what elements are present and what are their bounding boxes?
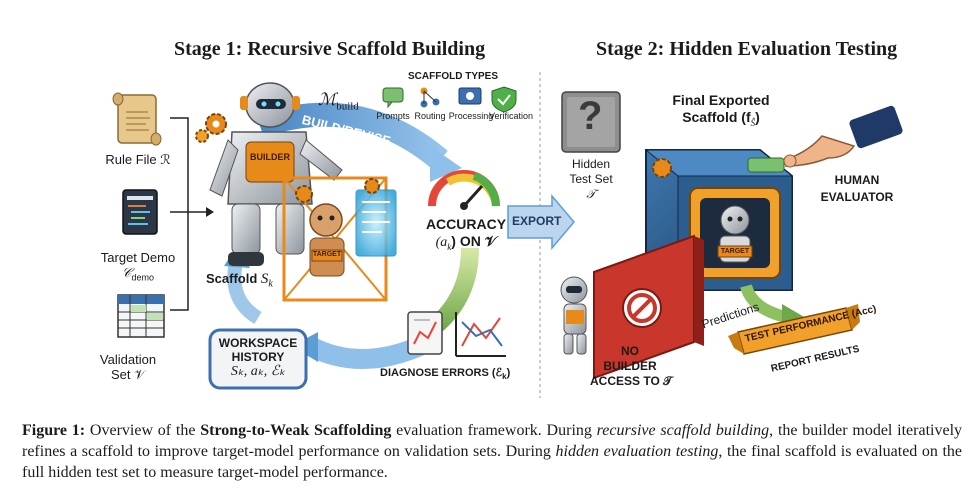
error-report-icon (407, 311, 443, 355)
scaffold-type-routing: Routing (414, 111, 446, 121)
accuracy-sub: k (447, 241, 452, 252)
scaffold-label: Scaffold Sk (206, 271, 273, 290)
human-hand (783, 105, 903, 168)
scaffold-sub: k (268, 278, 273, 290)
processing-icon (458, 87, 482, 105)
question-mark-icon: ? (578, 94, 603, 138)
m-build-symbol: ℳ (318, 90, 337, 109)
diagnose-end: ) (506, 367, 511, 379)
no-builder-access-label: NO BUILDER ACCESS TO 𝒯 (590, 344, 673, 389)
diagnose-text: DIAGNOSE ERRORS (ℰ (380, 367, 503, 379)
caption-text-3: , the builder model iteratively refines … (22, 422, 963, 460)
accuracy-label: ACCURACY (ak) ON 𝒱 (420, 216, 512, 256)
no-builder-line2: BUILDER (603, 359, 657, 373)
scaffold-type-processing: Processing (448, 111, 494, 121)
prompts-icon (382, 87, 404, 109)
caption-text-2: evaluation framework. During (391, 422, 597, 439)
diagnose-errors-label: DIAGNOSE ERRORS (ℰk) (380, 366, 510, 381)
hidden-test-set-card (561, 91, 621, 153)
final-end: ) (755, 109, 760, 125)
blocked-robot (560, 276, 588, 355)
routing-icon (420, 87, 440, 108)
caption-text-4: , the final scaffold is evaluated on the… (22, 443, 962, 481)
hidden-test-set-label: Hidden Test Set 𝒯 (556, 157, 626, 202)
final-sub: Ŝ (750, 117, 756, 128)
hidden-line2: Test Set (569, 172, 613, 186)
caption-text-1: Overview of the (85, 422, 201, 439)
workspace-line2: HISTORY (231, 350, 285, 364)
hidden-math: 𝒯 (586, 187, 596, 201)
cube-target-badge: TARGET (720, 248, 750, 255)
figure-caption: Figure 1: Overview of the Strong-to-Weak… (22, 420, 962, 483)
target-demo-symbol: 𝒞 (122, 265, 132, 280)
rule-scroll-icon (112, 92, 162, 146)
spreadsheet-icon (117, 294, 165, 338)
stage1-title: Stage 1: Recursive Scaffold Building (174, 38, 486, 60)
human-evaluator-label: HUMAN EVALUATOR (812, 172, 902, 206)
workspace-history-label: WORKSPACE HISTORY Sₖ, aₖ, ℰₖ (210, 336, 306, 379)
code-file-icon (122, 189, 158, 235)
accuracy-line1: ACCURACY (425, 216, 507, 232)
scaffold-type-verification: Verification (488, 111, 534, 121)
rule-file-label: Rule File ℛ (105, 152, 171, 167)
framework-illustration (112, 72, 903, 398)
workspace-math: Sₖ, aₖ, ℰₖ (230, 364, 286, 379)
no-access-wall (593, 234, 704, 380)
workspace-line1: WORKSPACE (218, 336, 298, 350)
final-scaffold-label: Final Exported Scaffold (fŜ) (656, 92, 786, 132)
human-line2: EVALUATOR (820, 190, 894, 204)
export-label: EXPORT (512, 214, 562, 228)
accuracy-gauge (428, 170, 500, 210)
validation-line2: Set 𝒱 (111, 367, 145, 382)
m-build-sub: build (336, 100, 359, 113)
scaffold-symbol: S (260, 271, 269, 287)
diagnose-sub: k (502, 372, 507, 382)
scaffold-target-badge: TARGET (312, 251, 342, 258)
final-line1: Final Exported (672, 92, 770, 108)
final-line2: Scaffold (f (682, 109, 751, 125)
human-line1: HUMAN (834, 173, 880, 187)
validation-label: Validation Set 𝒱 (88, 352, 168, 382)
m-build-label: ℳbuild (318, 90, 359, 112)
validation-line1: Validation (99, 352, 157, 367)
export-arrow (507, 193, 575, 251)
verification-icon (491, 86, 517, 113)
scaffold-label-text: Scaffold (206, 271, 261, 286)
builder-badge: BUILDER (250, 152, 290, 162)
scaffold-types-title: SCAFFOLD TYPES (408, 71, 499, 82)
gear-icon (195, 113, 227, 143)
accuracy-rest: ) ON 𝒱 (451, 233, 497, 249)
no-builder-line3: ACCESS TO 𝒯 (590, 374, 673, 388)
performance-banner (728, 304, 860, 355)
scaffold-frame (282, 176, 397, 302)
target-demo-sub: demo (131, 272, 154, 283)
caption-italic-1: recursive scaffold building (596, 422, 770, 439)
no-builder-line1: NO (621, 344, 639, 358)
accuracy-paren: (a (435, 235, 448, 250)
scaffold-type-prompts: Prompts (376, 111, 410, 121)
stage2-title: Stage 2: Hidden Evaluation Testing (596, 38, 898, 60)
target-demo-label: Target Demo 𝒞demo (88, 250, 188, 286)
error-plot-icon (455, 312, 506, 357)
caption-italic-2: hidden evaluation testing (555, 443, 719, 460)
caption-bold: Strong-to-Weak Scaffolding (200, 422, 392, 439)
caption-label: Figure 1: (22, 422, 86, 439)
hidden-line1: Hidden (571, 157, 611, 171)
target-demo-line1: Target Demo (100, 250, 176, 265)
